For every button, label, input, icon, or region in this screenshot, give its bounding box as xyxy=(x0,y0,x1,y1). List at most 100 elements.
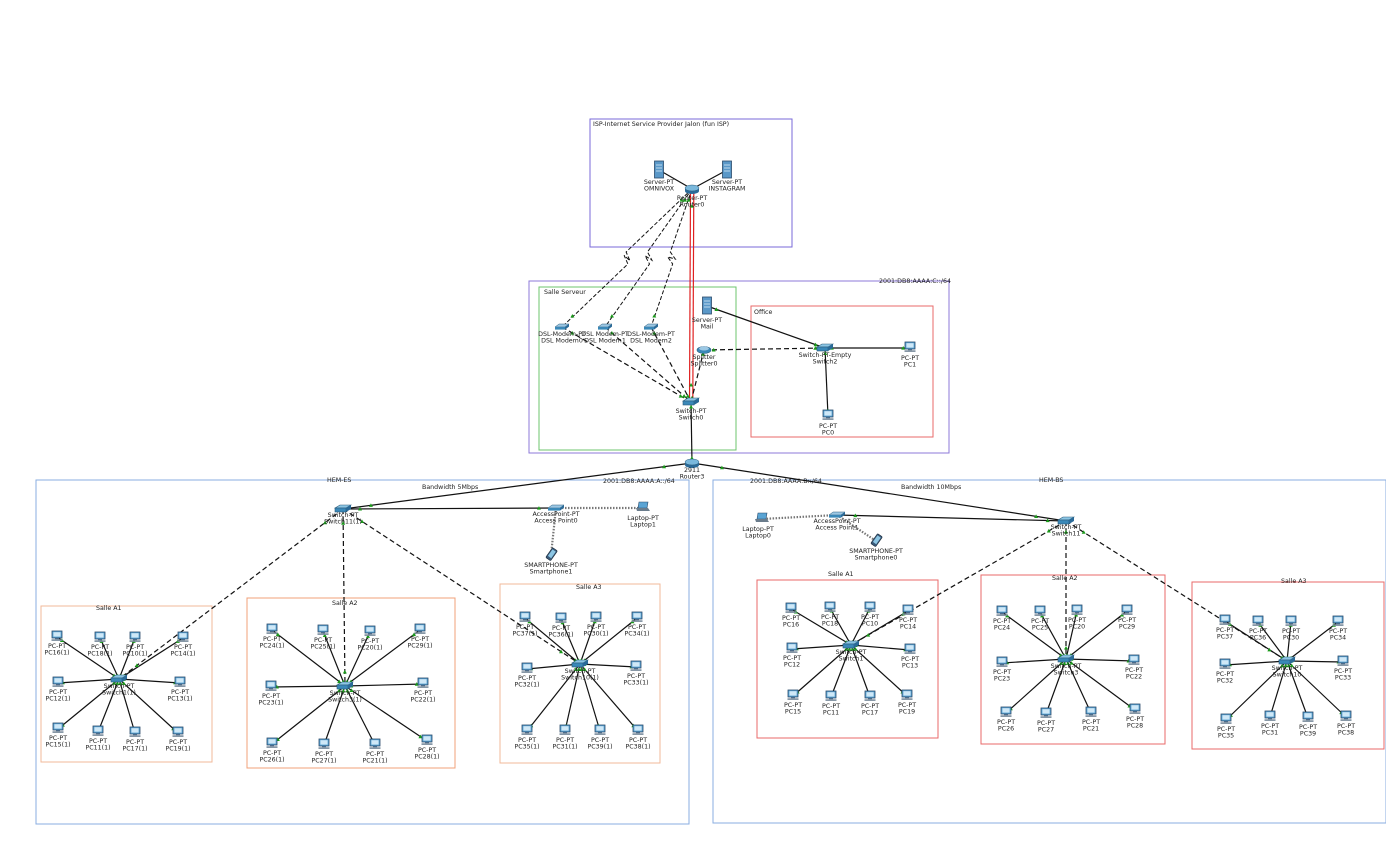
straight-link[interactable] xyxy=(850,644,908,697)
straight-link[interactable] xyxy=(1225,660,1288,721)
crossover-link[interactable] xyxy=(342,508,581,665)
straight-link[interactable] xyxy=(118,678,181,684)
crossover-link[interactable] xyxy=(561,326,692,403)
salle-serveur-zone-box[interactable] xyxy=(538,286,737,451)
straight-link[interactable] xyxy=(344,683,424,687)
office-zone-box[interactable] xyxy=(750,305,934,438)
straight-link[interactable] xyxy=(526,663,581,732)
straight-link[interactable] xyxy=(57,678,120,730)
straight-link[interactable] xyxy=(1224,660,1288,666)
straight-link[interactable] xyxy=(1065,610,1128,660)
straight-link[interactable] xyxy=(57,678,120,684)
straight-link[interactable] xyxy=(1286,660,1347,718)
straight-link[interactable] xyxy=(850,610,909,646)
straight-link[interactable] xyxy=(579,663,639,732)
straight-link[interactable] xyxy=(850,607,871,646)
straight-link[interactable] xyxy=(1039,611,1067,660)
straight-link[interactable] xyxy=(706,305,826,349)
hem-bs-zone-box[interactable] xyxy=(712,479,1386,824)
left-salle-a3-box[interactable] xyxy=(499,583,661,764)
right-salle-a2-box[interactable] xyxy=(980,574,1166,745)
right-salle-a1-box[interactable] xyxy=(756,579,939,739)
straight-link[interactable] xyxy=(850,644,871,698)
straight-link[interactable] xyxy=(1286,621,1292,662)
straight-link[interactable] xyxy=(830,644,852,698)
straight-link[interactable] xyxy=(560,618,581,665)
straight-link[interactable] xyxy=(836,514,1067,522)
straight-link[interactable] xyxy=(579,617,597,665)
straight-link[interactable] xyxy=(344,685,376,746)
left-salle-a2-box[interactable] xyxy=(246,597,456,769)
straight-link[interactable] xyxy=(270,685,346,688)
straight-link[interactable] xyxy=(118,678,136,734)
straight-link[interactable] xyxy=(1257,621,1288,662)
straight-link[interactable] xyxy=(1286,660,1309,719)
straight-link[interactable] xyxy=(1005,658,1067,714)
straight-link[interactable] xyxy=(829,607,852,646)
straight-link[interactable] xyxy=(1065,658,1092,714)
wireless-link[interactable] xyxy=(836,514,877,542)
crossover-link[interactable] xyxy=(342,508,346,687)
coaxial-link[interactable] xyxy=(688,188,692,403)
straight-link[interactable] xyxy=(1224,620,1288,662)
crossover-link[interactable] xyxy=(118,508,344,680)
crossover-link[interactable] xyxy=(850,520,1067,646)
straight-link[interactable] xyxy=(118,678,179,734)
straight-link[interactable] xyxy=(824,347,829,417)
straight-link[interactable] xyxy=(271,685,346,745)
straight-link[interactable] xyxy=(342,507,557,510)
crossover-link[interactable] xyxy=(690,349,705,403)
hem-es-zone-box[interactable] xyxy=(35,479,690,825)
straight-link[interactable] xyxy=(579,663,601,732)
straight-link[interactable] xyxy=(118,637,136,680)
straight-link[interactable] xyxy=(690,401,693,464)
